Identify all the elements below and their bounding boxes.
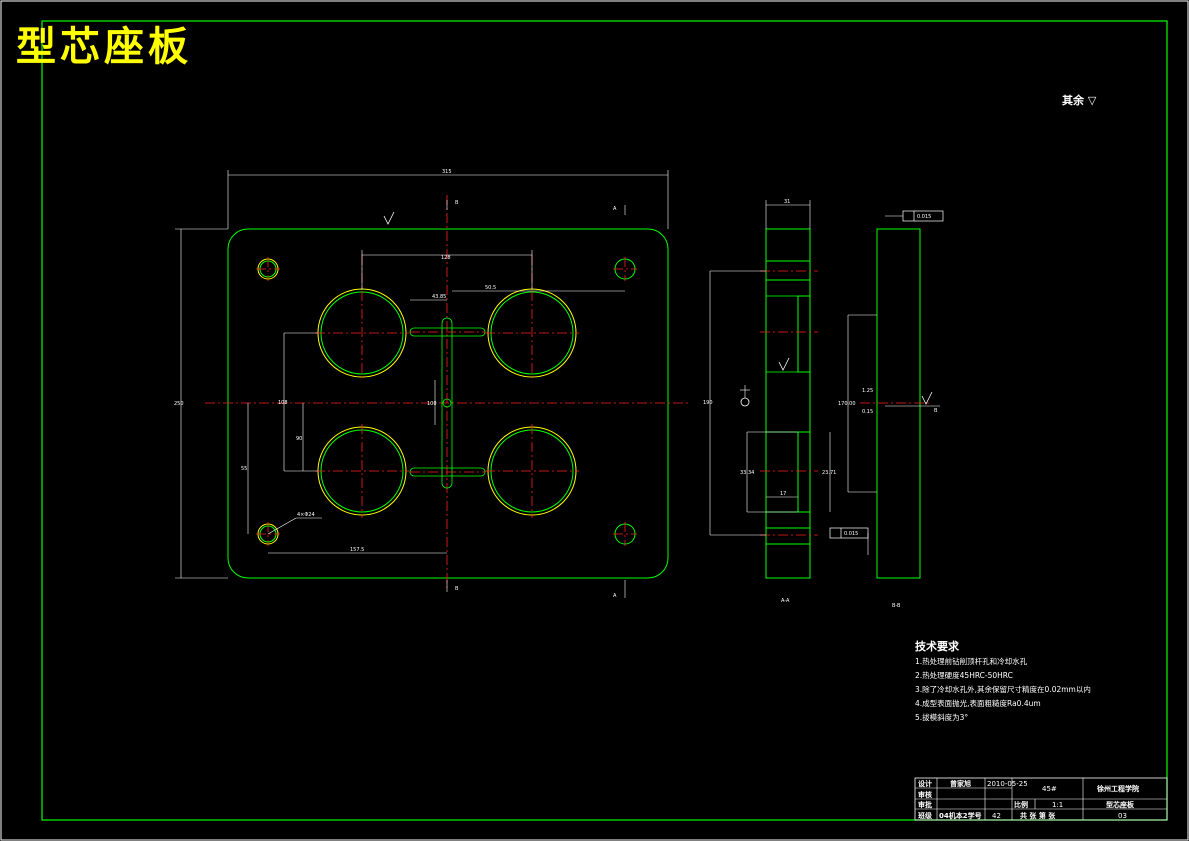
dim-hole-note: 4×Φ24	[267, 512, 322, 535]
tech-req-item: 5.拔模斜度为3°	[915, 712, 968, 722]
tb-designer: 曾家旭	[950, 779, 971, 788]
front-view: 315 250 128 50.5 43.85 108	[174, 169, 690, 599]
svg-text:33.34: 33.34	[740, 470, 754, 476]
tb-sheet-label: 共 张 第 张	[1020, 811, 1056, 820]
surface-finish-note: 其余 ▽	[1062, 93, 1097, 107]
tech-req-item: 3.除了冷却水孔外,其余保留尺寸精度在0.02mm以内	[915, 684, 1091, 694]
section-markers: B B A A	[446, 200, 626, 599]
tb-school: 徐州工程学院	[1096, 784, 1139, 793]
tb-date: 2010-05-25	[987, 780, 1028, 788]
svg-text:0.015: 0.015	[844, 531, 858, 537]
svg-text:55: 55	[241, 466, 247, 472]
section-aa-label: A-A	[781, 598, 790, 604]
tolerance-frame-top: 0.015	[885, 210, 944, 222]
svg-text:128: 128	[441, 255, 451, 261]
svg-text:157.5: 157.5	[350, 547, 364, 553]
tech-req-item: 2.热处理硬度45HRC-50HRC	[915, 670, 1013, 680]
svg-text:50.5: 50.5	[485, 285, 496, 291]
finish-symbol-front	[383, 211, 395, 225]
svg-text:B: B	[934, 408, 938, 414]
svg-text:170.00: 170.00	[838, 401, 856, 407]
svg-text:A: A	[613, 593, 617, 599]
dim-spacing-e: 55	[241, 403, 249, 534]
tolerance-frame-bottom: 0.015	[829, 527, 869, 555]
dim-cavity-spacing-x: 128	[361, 250, 533, 290]
svg-text:250: 250	[174, 401, 184, 407]
tb-reviewer-label: 审批	[918, 800, 932, 809]
svg-text:23.71: 23.71	[822, 470, 836, 476]
dim-overall-width: 315	[227, 169, 669, 229]
drawing-frame	[41, 20, 1168, 821]
svg-text:90: 90	[296, 436, 302, 442]
tb-designer-label: 设计	[918, 779, 932, 788]
tb-scale: 1:1	[1052, 801, 1063, 809]
svg-text:4×Φ24: 4×Φ24	[297, 512, 315, 518]
dim-spacing-a: 50.5	[452, 285, 625, 292]
svg-text:100: 100	[427, 401, 437, 407]
corner-hole-br	[613, 522, 637, 546]
svg-text:190: 190	[703, 400, 713, 406]
tb-scale-label: 比例	[1014, 800, 1028, 809]
svg-text:315: 315	[442, 169, 452, 175]
tb-class-value: 04机本2学号	[939, 811, 982, 820]
svg-text:1.25: 1.25	[862, 388, 873, 394]
cavity-bottom-left	[315, 424, 409, 518]
section-bb-label: B-B	[892, 603, 901, 609]
svg-text:A: A	[613, 206, 617, 212]
corner-hole-tl	[256, 257, 280, 281]
dim-center-mark: 100	[427, 380, 437, 425]
tb-drawing-no: 03	[1118, 812, 1127, 820]
title-block: 设计 曾家旭 2010-05-25 审核 审批 班级 04机本2学号 42 45…	[914, 777, 1168, 821]
svg-text:B: B	[455, 200, 459, 206]
tb-checker-label: 审核	[918, 790, 932, 799]
svg-text:43.85: 43.85	[432, 294, 446, 300]
svg-text:17: 17	[780, 491, 786, 497]
tb-material: 45#	[1042, 785, 1057, 793]
dim-spacing-c: 108	[278, 332, 318, 472]
tb-part-name: 型芯座板	[1106, 800, 1135, 809]
dim-spacing-b: 43.85	[410, 294, 447, 301]
dim-spacing-d: 90	[296, 403, 304, 471]
tech-requirements-heading: 技术要求	[915, 639, 960, 653]
svg-text:0.15: 0.15	[862, 409, 873, 415]
svg-text:108: 108	[278, 400, 288, 406]
svg-text:31: 31	[784, 199, 790, 205]
cavity-bottom-right	[485, 424, 579, 518]
svg-text:B: B	[455, 586, 459, 592]
tech-requirements: 技术要求 1.热处理前钻削顶杆孔和冷却水孔 2.热处理硬度45HRC-50HRC…	[915, 639, 1091, 722]
tech-req-item: 1.热处理前钻削顶杆孔和冷却水孔	[915, 656, 1028, 666]
dim-spacing-f: 157.5	[268, 547, 447, 554]
section-bb-view: 170.00 1.25 0.15 0.015 0.015 B-B B	[829, 210, 944, 609]
corner-hole-tr	[613, 257, 637, 281]
runner-system	[409, 317, 486, 489]
tb-student-no: 42	[992, 812, 1001, 820]
section-aa-view: 31 190 33.34 23.71 17 A-A	[703, 199, 836, 604]
tb-class-label: 班级	[918, 811, 933, 820]
plate-outline	[227, 228, 669, 579]
corner-hole-bl	[256, 522, 280, 546]
tech-req-item: 4.成型表面抛光,表面粗糙度Ra0.4um	[915, 698, 1041, 708]
dim-overall-height: 250	[174, 228, 228, 579]
drawing-title: 型芯座板	[16, 23, 192, 70]
svg-text:0.015: 0.015	[917, 214, 931, 220]
